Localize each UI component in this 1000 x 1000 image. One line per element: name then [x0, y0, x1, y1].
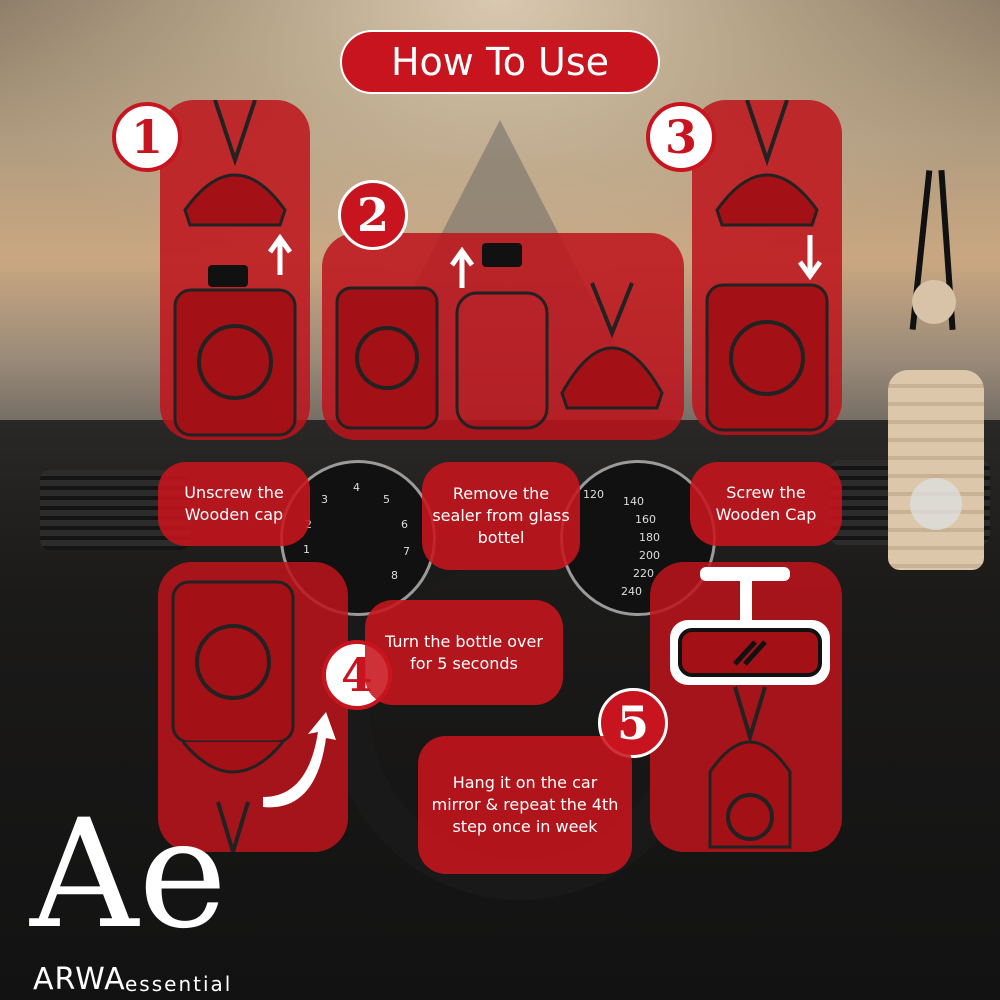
step-1-label: Unscrew the Wooden cap [158, 462, 310, 546]
step-4-illustration [171, 580, 336, 859]
step-5-label: Hang it on the car mirror & repeat the 4… [418, 736, 632, 874]
gauge-label: 240 [621, 585, 642, 598]
step-3-number: 3 [664, 110, 697, 164]
brand-name: ARWA [33, 962, 126, 997]
step-1-illustration [173, 99, 297, 437]
step-3-label: Screw the Wooden Cap [690, 462, 842, 546]
step-5-panel [650, 562, 842, 852]
gauge-label: 3 [321, 493, 328, 506]
step-3-badge: 3 [646, 102, 716, 172]
gauge-label: 200 [639, 549, 660, 562]
step-5-illustration [670, 567, 830, 849]
step-1-panel [160, 99, 310, 440]
wooden-bead [912, 280, 956, 324]
step-4-label: Turn the bottle over for 5 seconds [365, 600, 563, 705]
gauge-label: 160 [635, 513, 656, 526]
step-1-number: 1 [130, 110, 163, 164]
wooden-freshener [888, 370, 984, 570]
step-2-label: Remove the sealer from glass bottel [422, 462, 580, 570]
gauge-label: 220 [633, 567, 654, 580]
gauge-label: 8 [391, 569, 398, 582]
step-3-panel [692, 99, 842, 435]
freshener-glass-window [910, 478, 962, 530]
gauge-label: 1 [303, 543, 310, 556]
gauge-label: 5 [383, 493, 390, 506]
brand-suffix: essential [125, 972, 233, 996]
gauge-label: 7 [403, 545, 410, 558]
step-2-panel [322, 233, 684, 440]
step-4-panel [158, 562, 348, 859]
gauge-label: 180 [639, 531, 660, 544]
gauge-label: 140 [623, 495, 644, 508]
step-3-illustration [705, 99, 829, 432]
step-2-number: 2 [356, 188, 389, 242]
brand-monogram: Ae [30, 788, 228, 962]
page-title: How To Use [340, 30, 660, 94]
step-2-illustration [335, 243, 664, 430]
step-1-badge: 1 [112, 102, 182, 172]
gauge-label: 6 [401, 518, 408, 531]
gauge-label: 4 [353, 481, 360, 494]
gauge-label: 120 [583, 488, 604, 501]
step-2-badge: 2 [338, 180, 408, 250]
step-5-number: 5 [616, 696, 649, 750]
